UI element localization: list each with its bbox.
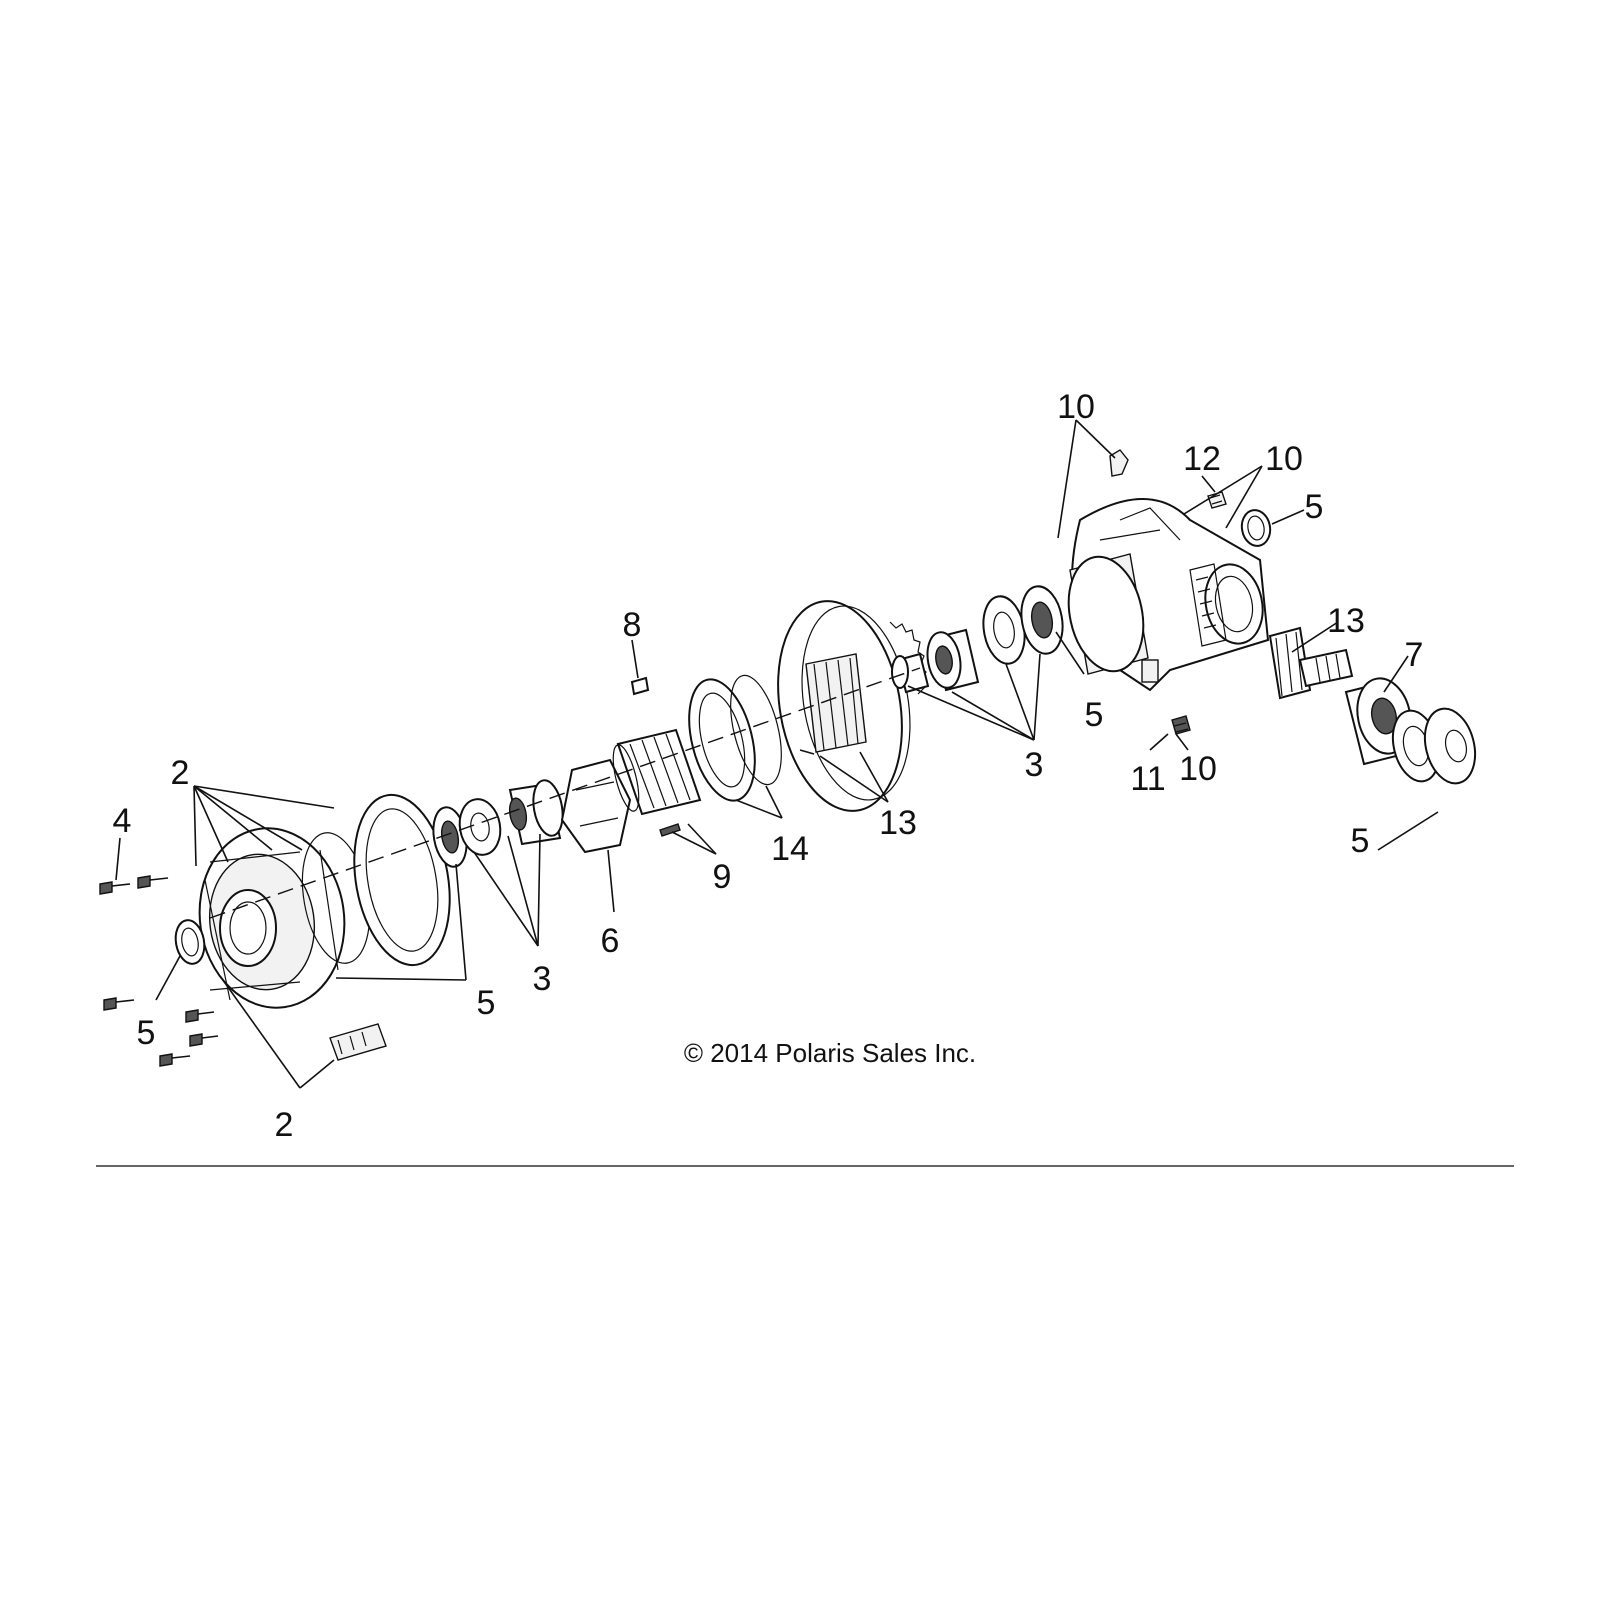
dowel-pin bbox=[630, 676, 650, 696]
drain-plug bbox=[1171, 715, 1191, 735]
parts-illustration bbox=[99, 449, 1477, 1067]
callout-4: 4 bbox=[113, 802, 132, 840]
callout-10-right: 10 bbox=[1265, 440, 1303, 478]
vent-fitting-top bbox=[1109, 449, 1129, 477]
roller-cage bbox=[612, 728, 702, 816]
leader-lines bbox=[115, 419, 1439, 1089]
ring-gear-pin bbox=[799, 749, 815, 755]
callout-2-bottom: 2 bbox=[275, 1106, 294, 1144]
callout-13-mid: 13 bbox=[879, 804, 917, 842]
callout-5-bottom-right: 5 bbox=[1351, 822, 1370, 860]
collar-right-large bbox=[926, 628, 980, 692]
spring-pin bbox=[659, 823, 681, 837]
callout-2-top-left: 2 bbox=[171, 754, 190, 792]
callout-labels: 10 12 10 5 13 7 8 5 3 11 10 2 13 5 4 14 … bbox=[113, 388, 1424, 1144]
callout-13-right: 13 bbox=[1327, 602, 1365, 640]
bearing-right bbox=[1020, 585, 1064, 655]
connector-sensor bbox=[329, 1023, 387, 1061]
callout-5-mid-right: 5 bbox=[1085, 696, 1104, 734]
callout-10-top: 10 bbox=[1057, 388, 1095, 426]
left-cover-housing bbox=[198, 827, 346, 1009]
seal-left-small bbox=[174, 919, 206, 965]
callout-5-left: 5 bbox=[477, 984, 496, 1022]
callout-5-lower-left: 5 bbox=[137, 1014, 156, 1052]
callout-3-right: 3 bbox=[1025, 746, 1044, 784]
callout-8: 8 bbox=[623, 606, 642, 644]
callout-5-top-right: 5 bbox=[1305, 488, 1324, 526]
center-axis-line bbox=[209, 667, 921, 919]
collar-left bbox=[508, 779, 564, 846]
ring-gear bbox=[777, 600, 927, 812]
callout-7: 7 bbox=[1405, 636, 1424, 674]
retaining-plate bbox=[560, 758, 632, 854]
pinion-gear-shaft bbox=[1268, 626, 1354, 700]
bearing-left bbox=[432, 806, 468, 868]
callout-12: 12 bbox=[1183, 440, 1221, 478]
cover-gasket bbox=[353, 793, 451, 967]
bolts bbox=[99, 875, 219, 1067]
collar-right-small bbox=[891, 652, 930, 694]
main-gearcase-housing bbox=[1067, 498, 1270, 692]
dust-cover bbox=[1423, 707, 1477, 785]
callout-6: 6 bbox=[601, 922, 620, 960]
washer-left bbox=[458, 798, 502, 856]
callout-9: 9 bbox=[713, 858, 732, 896]
callout-10-bottom: 10 bbox=[1179, 750, 1217, 788]
seal-top-right bbox=[1240, 509, 1272, 547]
callout-14: 14 bbox=[771, 830, 809, 868]
copyright-notice: © 2014 Polaris Sales Inc. bbox=[684, 1038, 976, 1068]
callout-11: 11 bbox=[1130, 760, 1165, 798]
callout-3-left: 3 bbox=[533, 960, 552, 998]
